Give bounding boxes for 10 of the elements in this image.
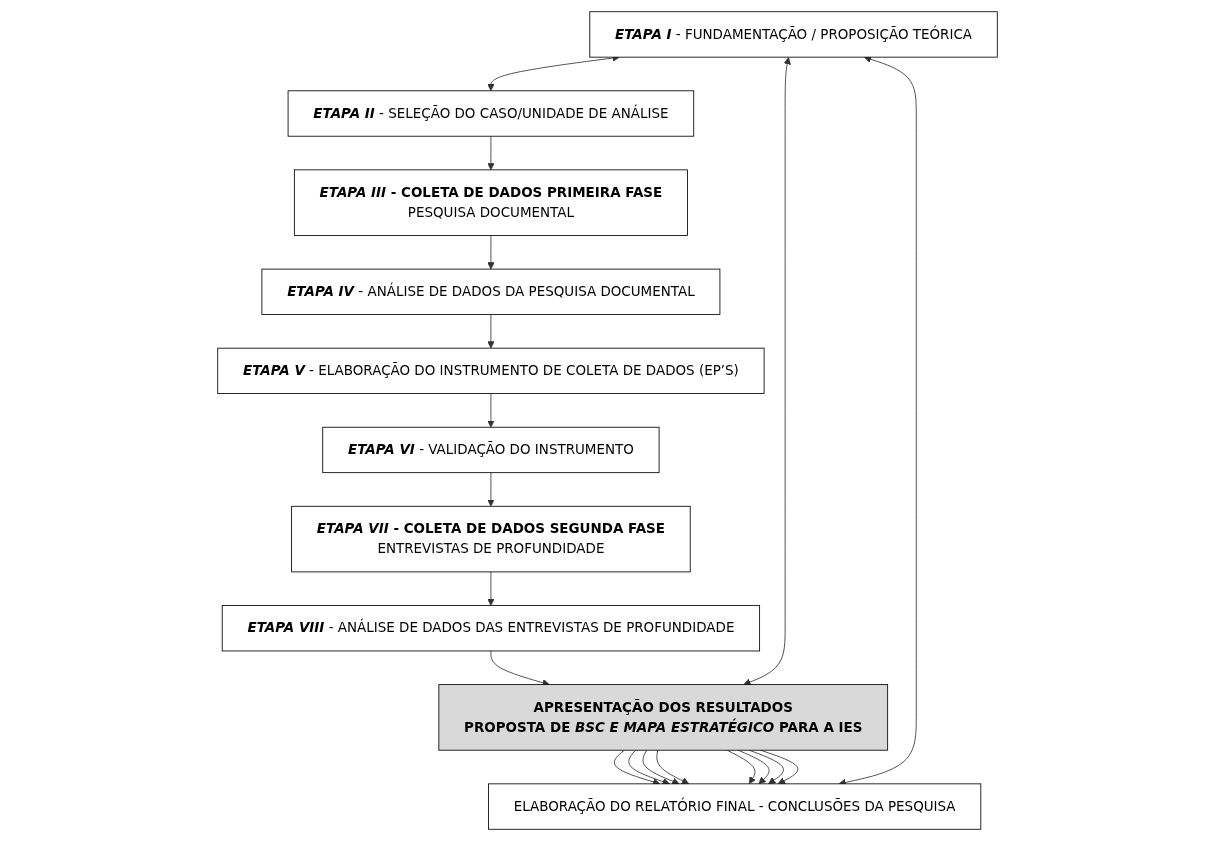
node-box: ETAPA VIII - ANÁLISE DE DADOS DAS ENTREVISTAS DE PROFUNDIDADE: [221, 605, 761, 652]
node-box: ETAPA V - ELABORAÇÃO DO INSTRUMENTO DE COLETA DE DADOS (EP’S): [217, 347, 765, 394]
node-box: ELABORAÇÃO DO RELATÓRIO FINAL - CONCLUSÕES DA PESQUISA: [488, 783, 982, 830]
node-box: ETAPA I - FUNDAMENTAÇÃO / PROPOSIÇÃO TEÓRICA: [589, 11, 998, 58]
node-box: ETAPA III - COLETA DE DADOS PRIMEIRA FASE PESQUISA DOCUMENTAL: [293, 169, 688, 236]
node-box: ETAPA IV - ANÁLISE DE DADOS DA PESQUISA DOCUMENTAL: [261, 268, 721, 315]
node-box: ETAPA VI - VALIDAÇÃO DO INSTRUMENTO: [322, 426, 660, 474]
node-box: ETAPA VII - COLETA DE DADOS SEGUNDA FASE ENTREVISTAS DE PROFUNDIDADE: [291, 505, 691, 573]
node-box: APRESENTAÇÃO DOS RESULTADOS PROPOSTA DE BSC E MAPA ESTRATÉGICO PARA A IES: [438, 684, 889, 751]
node-box: ETAPA II - SELEÇÃO DO CASO/UNIDADE DE ANÁLISE: [287, 90, 695, 137]
